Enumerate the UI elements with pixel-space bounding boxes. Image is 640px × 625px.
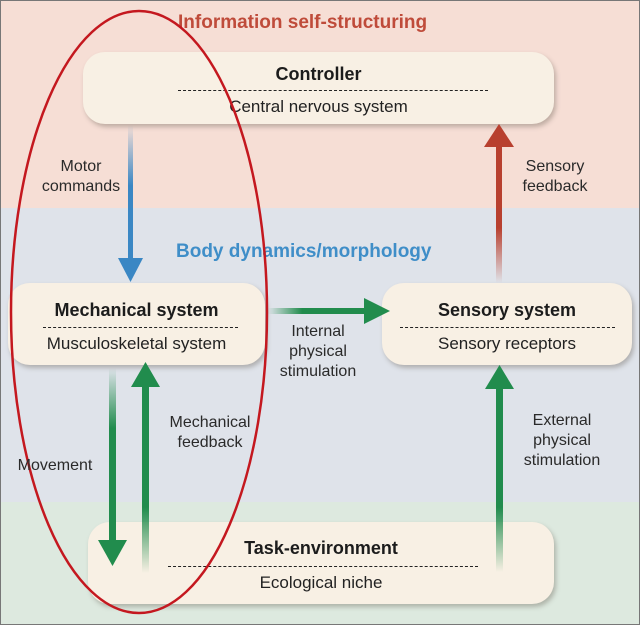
external-stimulation-label-line: physical	[533, 432, 591, 449]
task-environment-divider	[168, 566, 478, 567]
sensory-system-divider	[400, 327, 615, 328]
sensory-system-subtitle: Sensory receptors	[438, 334, 576, 353]
mechanical-feedback-label: Mechanical feedback	[160, 413, 260, 453]
internal-stimulation-label-line: Internal	[291, 323, 345, 340]
task-environment-subtitle: Ecological niche	[259, 573, 383, 592]
mechanical-feedback-label-line: Mechanical	[169, 414, 251, 431]
internal-stimulation-label-line: physical	[289, 343, 347, 360]
controller-title: Controller	[275, 64, 362, 84]
movement-arrow	[98, 368, 127, 566]
internal-stimulation-label-line: stimulation	[279, 363, 357, 380]
sensory-system-title: Sensory system	[437, 300, 577, 320]
controller-divider	[178, 90, 488, 91]
task-environment-title: Task-environment	[244, 538, 398, 558]
controller-box: Controller Central nervous system	[83, 52, 554, 124]
external-stimulation-label: External physical stimulation	[512, 411, 612, 471]
highlight-ellipse	[9, 9, 269, 615]
motor-commands-label-line: Motor	[60, 158, 102, 175]
motor-commands-arrow	[118, 125, 143, 282]
movement-label: Movement	[17, 457, 93, 474]
mechanical-feedback-label-line: feedback	[177, 434, 243, 451]
internal-stimulation-label: Internal physical stimulation	[270, 322, 366, 382]
mechanical-system-divider	[43, 327, 238, 328]
task-environment-box: Task-environment Ecological niche	[88, 522, 554, 604]
motor-commands-label: Motor commands	[40, 157, 122, 197]
information-band-title: Information self-structuring	[178, 12, 428, 33]
sensory-system-box: Sensory system Sensory receptors	[382, 283, 632, 365]
motor-commands-label-line: commands	[41, 178, 121, 195]
internal-stimulation-arrow	[268, 298, 390, 324]
mechanical-system-box: Mechanical system Musculoskeletal system	[8, 283, 265, 365]
external-stimulation-label-line: stimulation	[523, 452, 601, 469]
controller-subtitle: Central nervous system	[229, 97, 408, 116]
sensory-feedback-arrow	[484, 124, 514, 283]
external-stimulation-label-line: External	[532, 412, 592, 429]
mechanical-system-subtitle: Musculoskeletal system	[46, 334, 227, 353]
sensory-feedback-label-line: feedback	[522, 178, 588, 195]
sensory-feedback-label: Sensory feedback	[512, 157, 598, 197]
mechanical-system-title: Mechanical system	[54, 300, 219, 320]
external-stimulation-arrow	[485, 365, 514, 572]
body-dynamics-band-title: Body dynamics/morphology	[176, 241, 432, 262]
mechanical-feedback-arrow	[131, 362, 160, 573]
sensory-feedback-label-line: Sensory	[525, 158, 585, 175]
